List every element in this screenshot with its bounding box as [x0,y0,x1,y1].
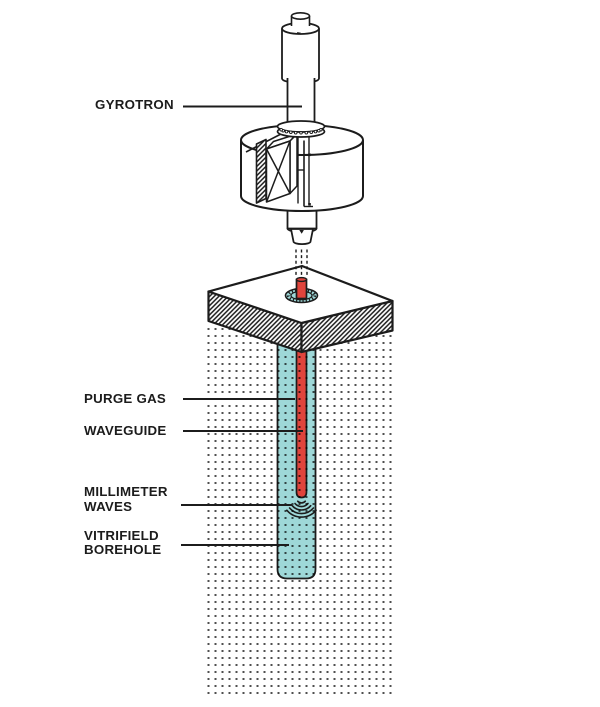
cut-wall-hatch [255,138,267,204]
label-vitrifield-borehole-line2: BOREHOLE [84,542,162,558]
label-vitrifield-borehole-line1: VITRIFIELD [84,527,159,543]
flange-bolts [279,127,323,135]
cavity-crate [265,133,298,203]
label-millimeter-waves-line1: MILLIMETER [84,484,168,499]
ground-stipple [205,326,396,698]
drum-cutaway [245,133,313,208]
beam-dashed-lines [295,249,308,277]
leader-lines [181,105,303,546]
label-purge-gas: PURGE GAS [84,390,167,406]
inner-waveguide-lines [297,137,313,208]
gyrotron-collector [281,12,320,84]
label-millimeter-waves-line2: WAVES [84,498,133,514]
gyrotron-flange [276,120,326,138]
label-waveguide: WAVEGUIDE [84,422,167,438]
slab-borehole-opening [284,276,319,304]
gyrotron-knob [290,12,311,26]
gyrotron-assembly [240,12,364,245]
gyrotron-neck-tube [286,78,316,125]
label-millimeter-waves: MILLIMETER WAVES [84,484,168,514]
nozzle-tick [299,230,304,234]
label-gyrotron: GYROTRON [95,97,174,112]
label-vitrifield-borehole: VITRIFIELD BOREHOLE [84,527,162,558]
